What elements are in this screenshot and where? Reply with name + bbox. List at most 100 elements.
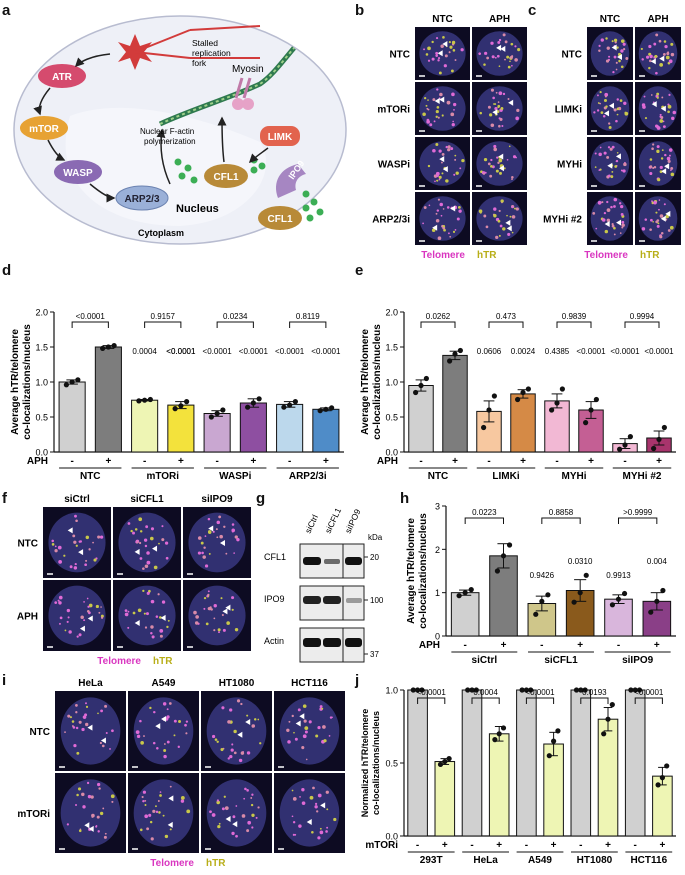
data-point	[582, 687, 588, 693]
foci-dot	[246, 714, 249, 717]
foci-dot	[326, 808, 329, 811]
foci-dot	[641, 58, 644, 61]
treatment-mark: -	[540, 640, 543, 651]
bar	[131, 399, 159, 453]
foci-dot	[257, 806, 260, 809]
foci-dot	[608, 55, 611, 58]
foci-dot	[143, 538, 148, 542]
foci-dot	[599, 146, 602, 149]
foci-dot	[450, 147, 454, 151]
foci-dot	[668, 148, 673, 152]
foci-dot	[57, 545, 62, 550]
foci-dot	[652, 143, 655, 146]
foci-dot	[438, 149, 442, 153]
data-point	[462, 590, 468, 596]
foci-dot	[451, 123, 455, 127]
foci-dot	[304, 730, 308, 734]
foci-dot	[437, 57, 441, 60]
foci-dot	[86, 609, 90, 613]
foci-dot	[317, 836, 321, 840]
y-tick-label: 2	[435, 545, 440, 555]
panel-letter-a: a	[2, 2, 11, 19]
foci-dot	[616, 107, 620, 111]
foci-dot	[495, 91, 498, 94]
foci-dot	[611, 223, 614, 226]
kda-label: kDa	[368, 533, 383, 542]
nucleus-stain	[279, 779, 340, 847]
cfl1-outside-node	[258, 206, 302, 230]
foci-dot	[509, 60, 511, 63]
foci-dot	[433, 120, 436, 123]
group-label: LIMKi	[492, 471, 519, 482]
foci-dot	[204, 564, 209, 568]
foci-dot	[498, 117, 501, 120]
foci-dot	[100, 606, 102, 608]
foci-dot	[75, 519, 78, 523]
foci-dot	[661, 149, 664, 152]
arrowhead-icon	[664, 163, 670, 170]
foci-dot	[659, 115, 662, 118]
foci-dot	[435, 142, 439, 146]
treatment-mark: -	[525, 840, 528, 851]
treatment-mark: -	[463, 640, 466, 651]
foci-dot	[215, 528, 218, 531]
foci-dot	[168, 702, 172, 705]
foci-dot	[159, 616, 162, 619]
foci-dot	[510, 42, 514, 46]
foci-dot	[231, 743, 234, 746]
foci-dot	[158, 811, 161, 814]
foci-dot	[204, 535, 207, 538]
foci-dot	[650, 218, 653, 222]
foci-dot	[197, 536, 202, 540]
data-point	[465, 687, 471, 693]
foci-dot	[660, 231, 664, 235]
foci-dot	[84, 563, 87, 567]
foci-dot	[159, 628, 164, 633]
foci-dot	[253, 718, 257, 721]
foci-dot	[305, 758, 308, 761]
foci-dot	[72, 726, 76, 729]
data-point	[519, 687, 525, 693]
foci-dot	[497, 161, 500, 165]
y-axis-label: Normalized hTR/telomere	[360, 709, 370, 818]
significance-bracket	[580, 697, 609, 704]
foci-dot	[515, 116, 520, 121]
foci-dot	[54, 549, 58, 553]
col-label: siCFL1	[130, 494, 164, 505]
mtor-label: mTOR	[29, 124, 60, 135]
foci-dot	[51, 539, 54, 543]
foci-dot	[649, 59, 652, 63]
data-point	[419, 687, 425, 693]
foci-dot	[492, 96, 495, 100]
myosin-icon	[232, 77, 254, 110]
cytoplasm-label: Cytoplasm	[138, 228, 184, 238]
foci-dot	[328, 735, 331, 737]
foci-dot	[498, 209, 501, 213]
y-tick-label: 1.0	[385, 686, 398, 696]
foci-dot	[287, 740, 291, 744]
foci-dot	[97, 712, 99, 715]
bracket-pvalue: 0.0193	[582, 688, 607, 697]
foci-dot	[604, 95, 607, 98]
foci-dot	[293, 731, 295, 734]
foci-dot	[194, 621, 199, 625]
data-point	[457, 347, 463, 354]
foci-dot	[85, 559, 88, 562]
foci-dot	[498, 234, 501, 237]
foci-dot	[497, 219, 501, 223]
foci-dot	[442, 208, 445, 210]
foci-dot	[80, 615, 84, 619]
foci-dot	[653, 200, 657, 205]
arrowhead-icon	[615, 153, 621, 160]
y-tick-label: 2.0	[385, 308, 398, 318]
data-point	[651, 445, 657, 452]
group-label: NTC	[80, 471, 101, 482]
vs-control-pvalue: <0.0001	[239, 347, 269, 356]
data-point	[468, 587, 474, 593]
arrowhead-icon	[87, 615, 93, 622]
foci-dot	[57, 599, 60, 602]
foci-dot	[453, 173, 456, 176]
foci-dot	[203, 546, 206, 549]
data-point	[554, 400, 560, 406]
